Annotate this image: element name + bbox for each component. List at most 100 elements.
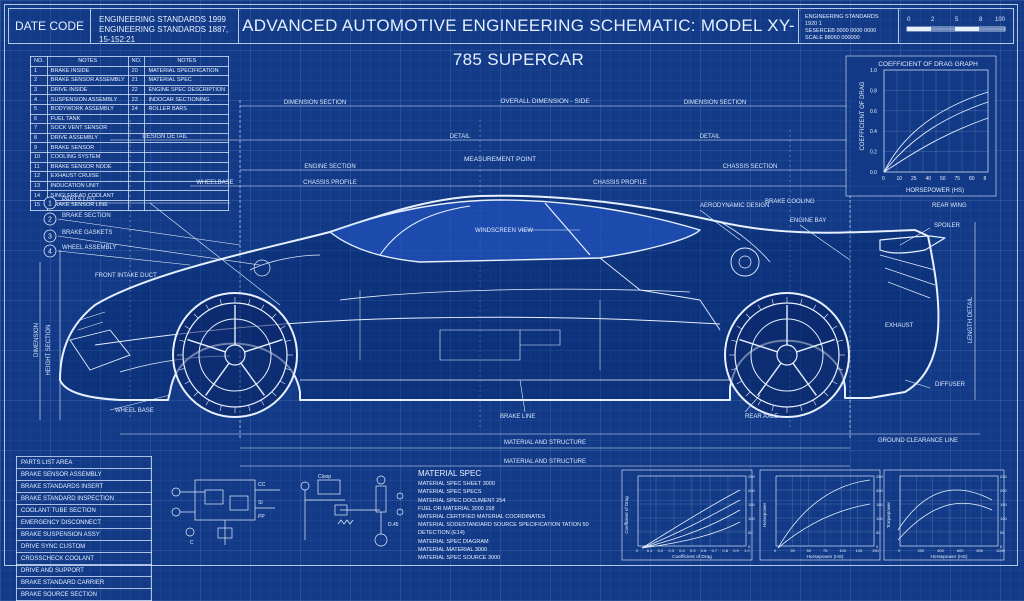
drag-graph-xlabel: HORSEPOWER (HS)	[906, 188, 964, 194]
marker: 3	[43, 229, 57, 243]
mini-ytick: 250	[748, 474, 755, 479]
mini-xtick: 0.6	[701, 548, 707, 553]
mini-ytick: 150	[876, 502, 883, 507]
chart-curve	[897, 489, 993, 531]
callout-exhaust: EXHAUST	[885, 323, 914, 329]
parts-cell: DRIVE AND SUPPORT	[16, 564, 152, 577]
tire-tread	[193, 391, 199, 397]
callout-wheel-assembly: WHEEL ASSEMBLY	[62, 245, 116, 251]
tire-tread	[219, 405, 222, 412]
tire-tread	[831, 380, 838, 385]
mini-xtick: 75	[823, 548, 828, 553]
parts-cell: CROSSCHECK COOLANT	[16, 552, 152, 565]
callout-labels: PARTS LIST BRAKE SECTION BRAKE GASKETS W…	[62, 197, 967, 420]
parts-cell: BRAKE SUSPENSION ASSY	[16, 528, 152, 541]
mini-ytick: 100	[1000, 516, 1007, 521]
chart-curve	[641, 499, 741, 549]
drag-ytick: 0.8	[870, 88, 877, 94]
mini-ytick: 200	[876, 488, 883, 493]
tire-tread	[279, 325, 286, 330]
chart-curve	[777, 479, 871, 549]
dim-bottom-2: MATERIAL AND STRUCTURE	[504, 459, 586, 465]
mini-xtick: 125	[856, 548, 863, 553]
material-spec-line: MATERIAL MATERIAL 3000	[418, 546, 488, 553]
mini-ytick: 50	[748, 530, 753, 535]
callout-rear-axle: REAR AXLE	[745, 414, 778, 420]
callout-markers: 1 2 3 4	[43, 196, 57, 258]
mini-xtick: 1.0	[744, 548, 750, 553]
drawing-frame	[4, 4, 1018, 566]
parts-row: BRAKE STANDARDS INSERT	[16, 480, 152, 493]
mini-xtick: 0.4	[679, 548, 685, 553]
mini-xtick: 150	[872, 548, 879, 553]
scale-tick: 5	[955, 17, 959, 23]
material-spec-line: MATERIAL CERTIFIED MATERIAL COORDINATES	[418, 514, 546, 521]
scale-tick: 0	[907, 17, 911, 23]
tire-tread	[271, 313, 277, 319]
drag-xtick: 50	[940, 176, 946, 182]
mini-xtick: 400	[937, 548, 944, 553]
parts-cell: BRAKE STANDARDS INSERT	[16, 480, 152, 493]
dim-mid-label: MEASUREMENT POINT	[464, 156, 536, 163]
tire-tread	[745, 391, 751, 397]
tire-tread	[219, 298, 222, 305]
chart-frame	[621, 469, 753, 561]
tire-tread	[800, 405, 803, 412]
tire-tread	[184, 325, 191, 330]
drag-curve	[883, 91, 989, 173]
callout-rear-wing: REAR WING	[932, 203, 967, 209]
scale-tick: 100	[995, 17, 1006, 23]
mini-ytick: 0	[1000, 544, 1003, 549]
schematic-label: PP	[258, 514, 265, 520]
tire-tread	[736, 380, 743, 385]
mini-ylabel: Horsepower	[762, 502, 767, 527]
tire-tread	[757, 304, 762, 311]
mini-xtick: 1000	[996, 548, 1006, 553]
drag-ytick: 0.6	[870, 109, 877, 115]
material-spec-line: FUEL OR MATERIAL 3000 158	[418, 505, 495, 512]
dim-bottom-right: GROUND CLEARANCE LINE	[878, 438, 958, 444]
wheel-spoke	[796, 338, 835, 353]
dim-section-left: ENGINE SECTION	[304, 164, 355, 170]
material-spec-line: MATERIAL SPEC SOURCE 3000	[418, 555, 501, 562]
mini-xlabel: Coefficient of Drag	[672, 554, 712, 560]
mini-ytick: 150	[748, 502, 755, 507]
callout-brake-line: BRAKE LINE	[500, 414, 535, 420]
page-title: ADVANCED AUTOMOTIVE ENGINEERING SCHEMATI…	[239, 9, 799, 69]
dim-left-vertical: DIMENSION	[34, 323, 40, 357]
mini-xtick: 0.2	[658, 548, 664, 553]
plot-area	[899, 475, 999, 547]
drag-graph-title: COEFFICIENT OF DRAG GRAPH	[878, 61, 978, 68]
dimension-lines	[39, 100, 980, 467]
wheel-spoke	[739, 338, 778, 353]
wheel-spoke	[757, 362, 782, 396]
callout-brake-gaskets: BRAKE GASKETS	[62, 230, 112, 236]
mini-xtick: 0	[774, 548, 777, 553]
mini-xlabel: Horsepower (HS)	[930, 554, 967, 560]
tire-tread	[823, 313, 829, 319]
drag-curve	[883, 117, 989, 173]
drag-ytick: 0.2	[870, 150, 877, 156]
rear-wheel	[724, 292, 850, 418]
drag-xtick: 25	[911, 176, 917, 182]
parts-cell: COOLANT TUBE SECTION	[16, 504, 152, 517]
leader-lines	[57, 202, 931, 413]
tire-tread	[260, 399, 265, 406]
schematic-caption: Cloop	[318, 474, 331, 480]
callout-diffuser: DIFFUSER	[935, 382, 966, 388]
callout-parts-list: PARTS LIST	[62, 197, 96, 203]
standards-line-1: ENGINEERING STANDARDS 1999	[99, 15, 226, 24]
mini-xtick: 0.7	[712, 548, 718, 553]
wheel-spoke	[205, 362, 230, 396]
plot-area	[775, 475, 875, 547]
wheel-spoke	[244, 338, 283, 353]
mini-xtick: 0.3	[668, 548, 674, 553]
svg-text:4: 4	[48, 249, 52, 256]
